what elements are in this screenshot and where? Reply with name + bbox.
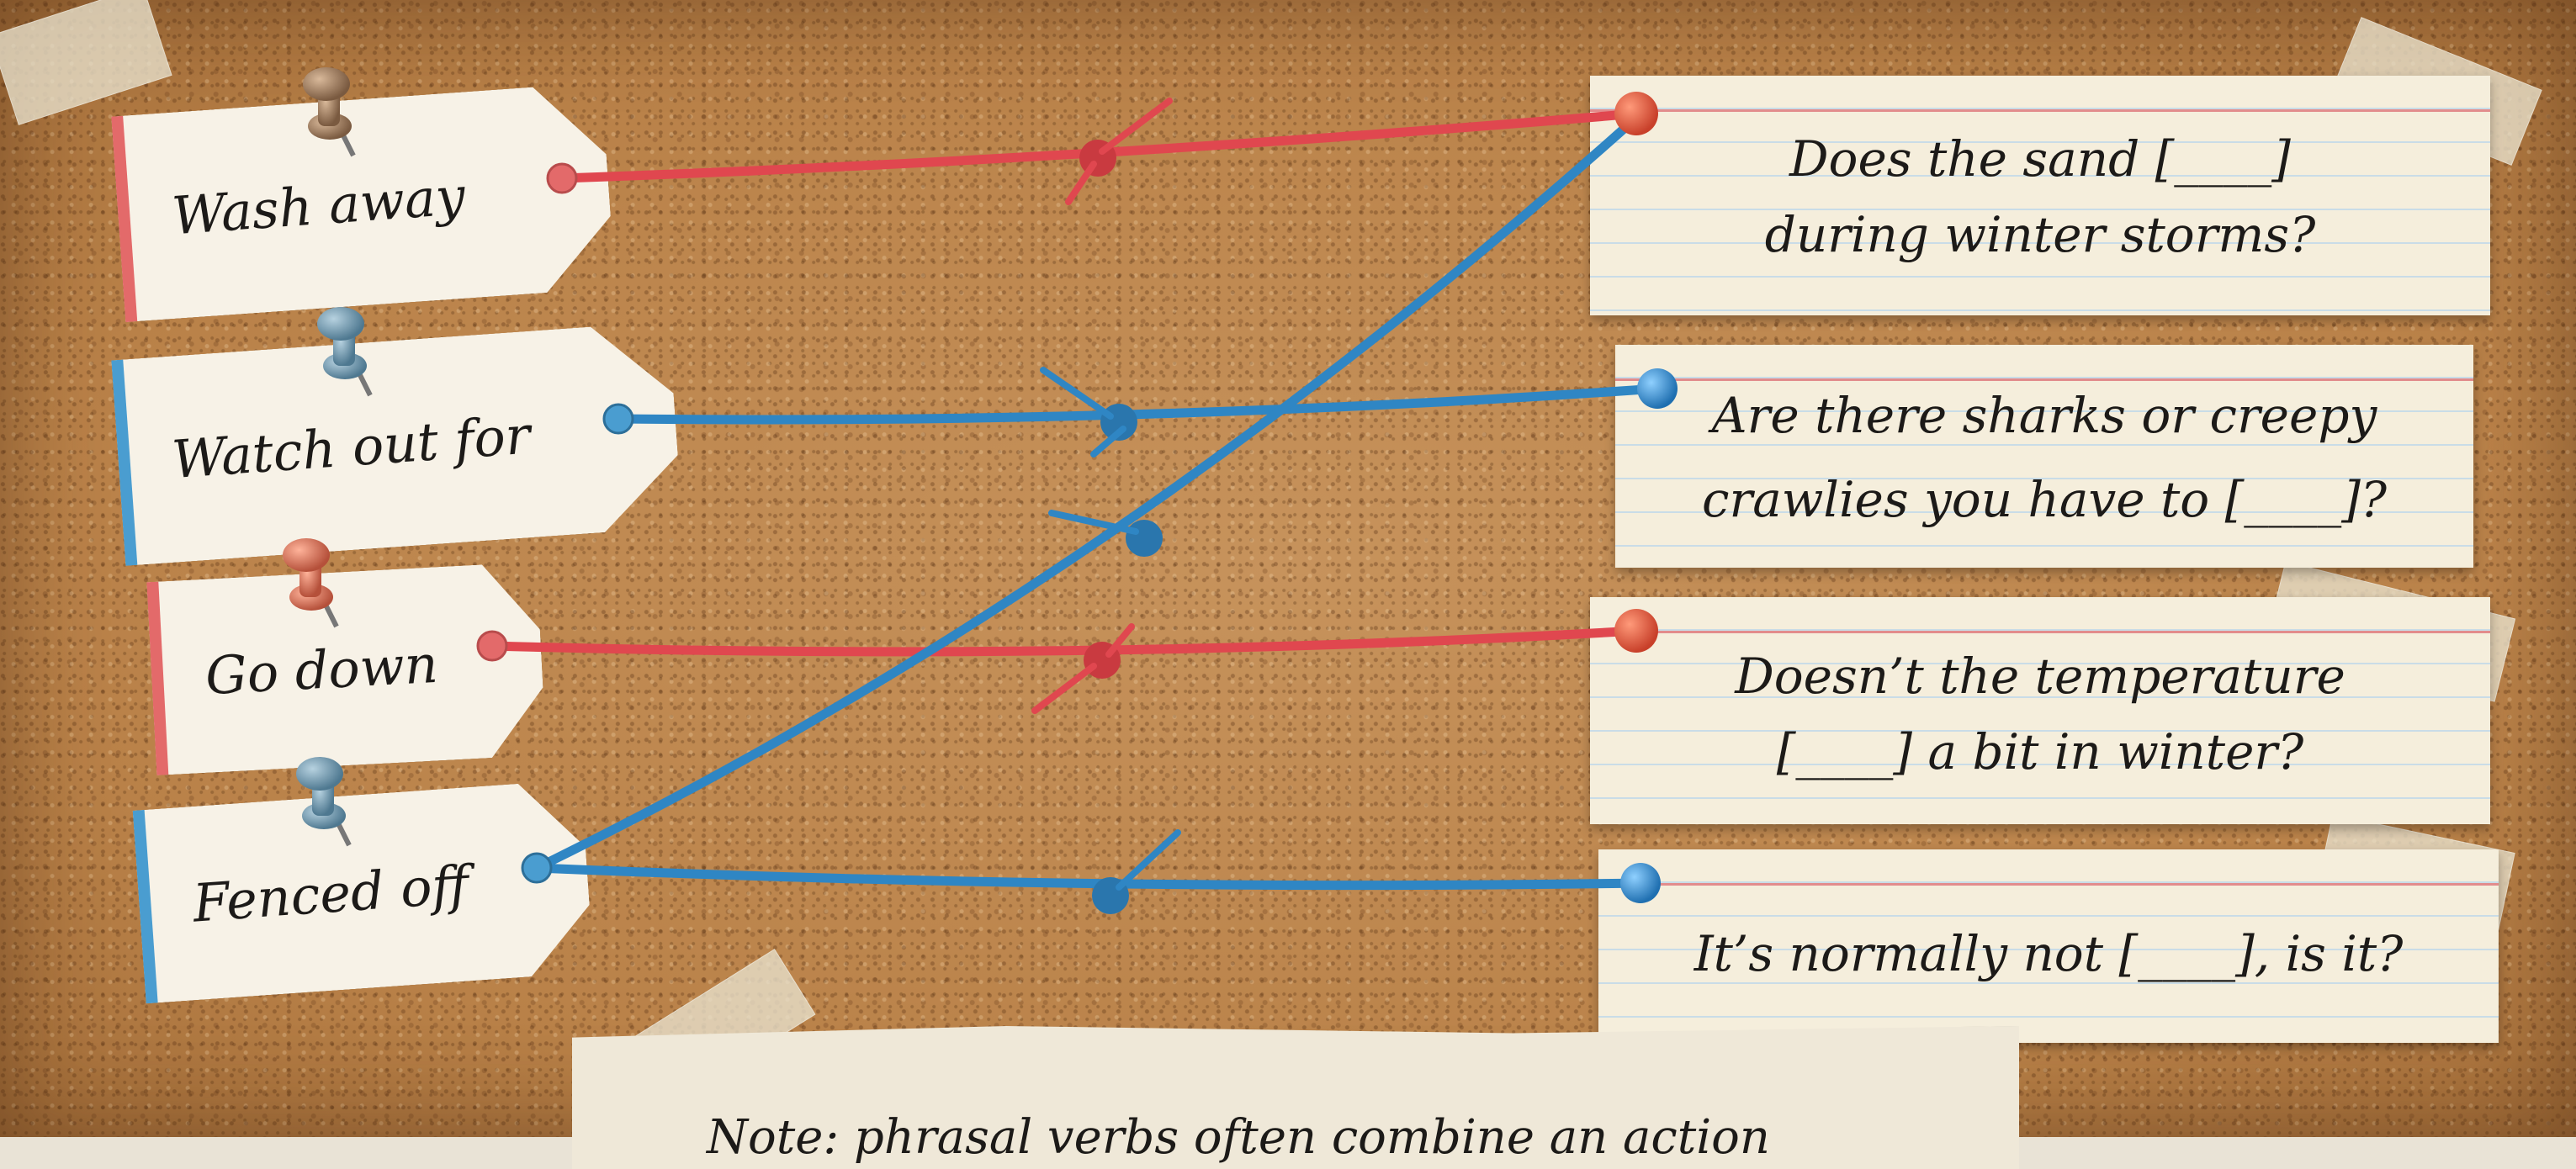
string-knot-icon (1035, 627, 1132, 711)
pushpin-icon (1637, 368, 1678, 409)
pushpin-icon (296, 757, 349, 845)
pushpin-icon (303, 67, 353, 156)
pushpin-icon (1620, 863, 1661, 903)
string-knot-icon (1092, 833, 1178, 914)
connection-strings (0, 0, 2576, 1137)
bottom-note-text: Note: phrasal verbs often combine an act… (707, 1110, 1770, 1165)
pushpin-icon (1614, 92, 1658, 135)
string-blue (537, 118, 1636, 868)
eyelet (522, 854, 551, 882)
pushpin-icon (283, 538, 337, 627)
pushpin-icon (317, 307, 370, 395)
string-red (492, 631, 1636, 652)
eyelet (478, 632, 506, 660)
string-blue (537, 868, 1640, 886)
cork-board: Wash away Watch out for Go down Fenced o… (0, 0, 2576, 1137)
eyelet (604, 405, 633, 433)
string-blue (618, 389, 1657, 420)
eyelet (548, 164, 576, 193)
pushpin-icon (1614, 609, 1658, 653)
bottom-note: Note: phrasal verbs often combine an act… (572, 1026, 2019, 1169)
